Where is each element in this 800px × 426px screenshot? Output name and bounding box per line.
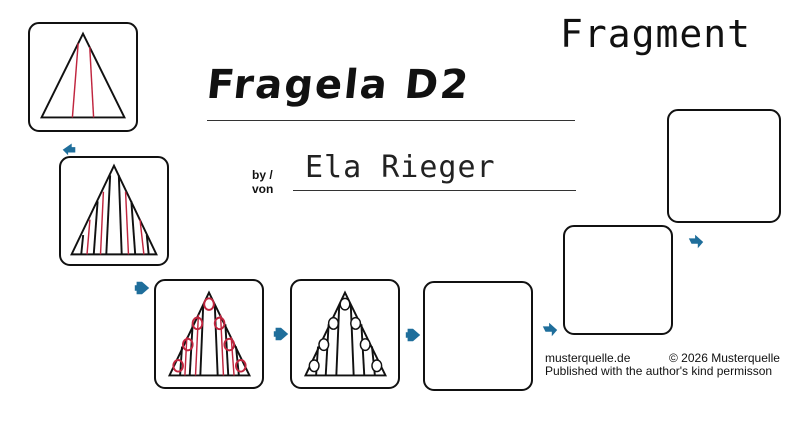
step-4-drawing [303, 290, 388, 377]
step-3-drawing [167, 290, 252, 377]
step-1-drawing [40, 31, 126, 119]
by-label-line1: by / [252, 168, 273, 182]
step-box-4 [290, 279, 400, 389]
arrow-right-2 [272, 325, 290, 343]
arrow-up-2 [687, 233, 705, 251]
fragment-label: Fragment [560, 12, 752, 56]
arrow-right-3 [404, 326, 422, 344]
author-name: Ela Rieger [305, 150, 496, 185]
arrow-right-1 [133, 279, 151, 297]
author-underline [293, 190, 576, 191]
step-2-drawing [70, 163, 158, 256]
pattern-title: Fragela D2 [204, 62, 473, 108]
step-box-2 [59, 156, 169, 266]
title-underline [207, 120, 575, 121]
step-box-5 [423, 281, 533, 391]
copyright-credit: © 2026 Musterquelle [669, 351, 780, 365]
arrow-down-1 [60, 139, 78, 157]
arrow-up-1 [541, 321, 559, 339]
step-box-3 [154, 279, 264, 389]
step-box-7 [667, 109, 781, 223]
site-credit: musterquelle.de [545, 351, 631, 365]
step-box-6 [563, 225, 673, 335]
by-label-line2: von [252, 182, 274, 196]
by-label: by / von [252, 168, 273, 196]
step-box-1 [28, 22, 138, 132]
permission-credit: Published with the author's kind permiss… [545, 364, 773, 378]
